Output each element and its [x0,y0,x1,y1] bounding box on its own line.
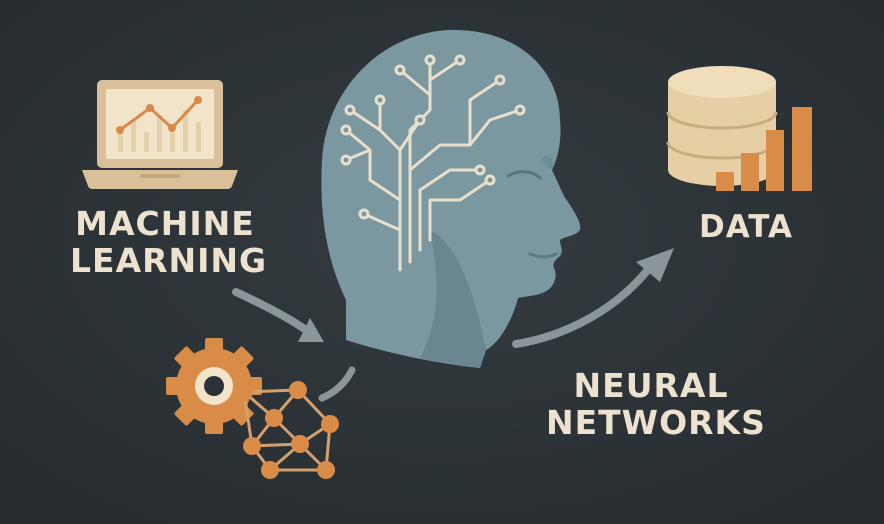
arrow-ml-to-head [232,288,324,342]
arrow-head-to-data [512,248,674,348]
circuit-nodes [340,54,526,220]
neural-networks-line1: NEURAL [573,366,729,405]
machine-learning-label: MACHINE LEARNING [70,204,268,280]
machine-learning-line1: MACHINE [75,204,255,243]
neural-networks-label: NEURAL NETWORKS [546,366,766,442]
machine-learning-line2: LEARNING [70,240,268,280]
arrow-stub [318,366,356,402]
neural-networks-line2: NETWORKS [546,402,766,442]
data-label: DATA [698,209,794,245]
circuit-brain-icon [344,58,522,272]
laptop-chart-icon [82,80,238,189]
gear-icon [166,338,262,434]
database-icon [666,66,812,191]
network-graph-icon [235,381,339,479]
